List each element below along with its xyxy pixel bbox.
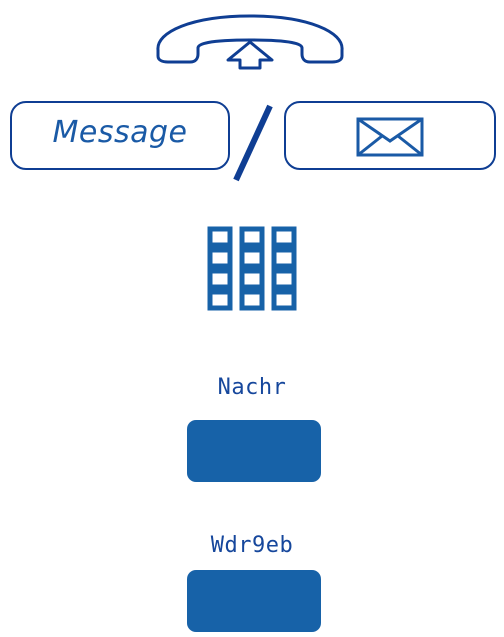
mail-button[interactable] <box>284 101 496 170</box>
keypad-icon <box>207 226 297 311</box>
softkey-wdrgeb[interactable] <box>187 570 321 632</box>
or-separator <box>233 104 273 182</box>
message-button-label: Message <box>52 115 188 150</box>
softkey-nachr[interactable] <box>187 420 321 482</box>
envelope-icon <box>356 117 424 157</box>
message-button[interactable]: Message <box>10 101 230 170</box>
handset-lift-icon <box>156 14 344 70</box>
display-label-nachr: Nachr <box>217 375 287 400</box>
display-label-wdrgeb: Wdr9eb <box>210 533 294 558</box>
